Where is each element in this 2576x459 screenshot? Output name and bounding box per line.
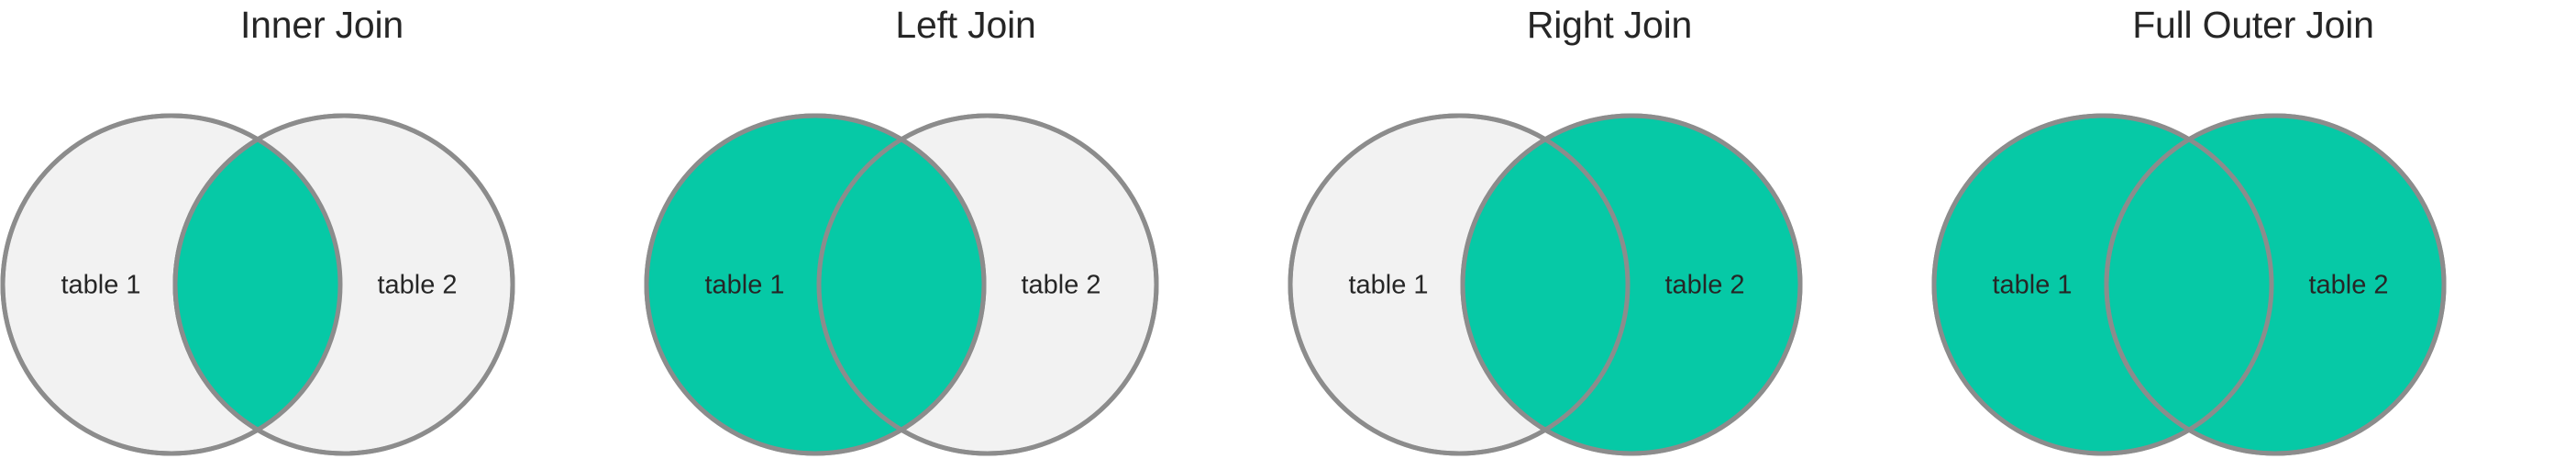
venn-left-join: table 1 table 2 [644,0,1288,459]
right-circle-outline-right-join [1460,113,1803,456]
left-table-label-inner-join: table 1 [61,271,140,300]
right-circle-outline-left-join [816,113,1159,456]
right-circle-outline-inner-join [172,113,515,456]
panel-title-right-join: Right Join [1526,4,1693,46]
left-circle-outline-right-join [1288,113,1631,456]
left-table-label-right-join: table 1 [1348,271,1428,300]
panel-title-left-join: Left Join [895,4,1036,46]
panel-full-outer-join: Full Outer Join table 1 table 2 [1931,0,2575,459]
panel-inner-join: Inner Join table 1 table 2 [0,0,644,459]
panel-title-inner-join: Inner Join [239,4,404,46]
left-circle-outline-full-outer-join [1931,113,2274,456]
right-table-label-left-join: table 2 [1021,271,1100,300]
panel-title-full-outer-join: Full Outer Join [2132,4,2374,46]
panel-right-join: Right Join table 1 table 2 [1288,0,1931,459]
venn-full-outer-join: table 1 table 2 [1931,0,2575,459]
left-table-label-full-outer-join: table 1 [1992,271,2072,300]
left-table-label-left-join: table 1 [704,271,784,300]
left-circle-outline-inner-join [0,113,343,456]
panel-left-join: Left Join table 1 table 2 [644,0,1288,459]
right-table-label-full-outer-join: table 2 [2308,271,2388,300]
venn-inner-join: table 1 table 2 [0,0,644,459]
right-circle-outline-full-outer-join [2104,113,2447,456]
right-table-label-inner-join: table 2 [377,271,457,300]
venn-right-join: table 1 table 2 [1288,0,1931,459]
right-table-label-right-join: table 2 [1664,271,1744,300]
left-circle-outline-left-join [644,113,987,456]
